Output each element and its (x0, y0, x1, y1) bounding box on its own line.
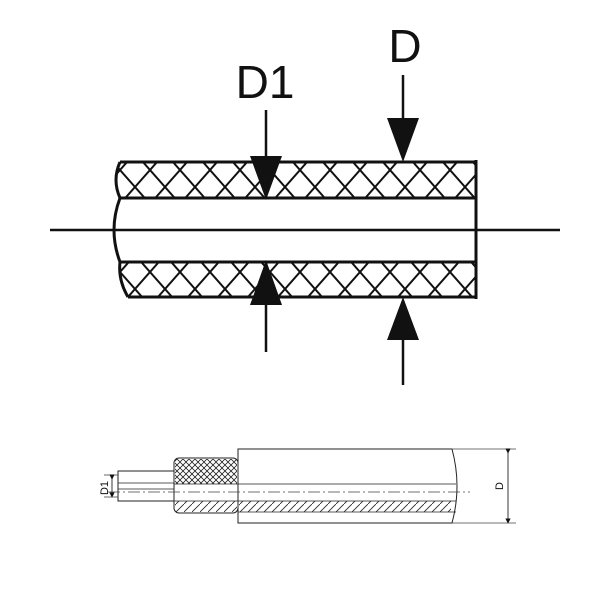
bottom-outer-diameter-label: D (494, 482, 506, 490)
inner-diameter-label: D1 (236, 56, 295, 108)
lower-braid-wall (118, 260, 477, 299)
outer-cover-layer (237, 448, 458, 524)
outer-arrow-top-head (387, 118, 419, 162)
inner-tube-layer (117, 470, 179, 502)
bottom-exploded-view: D D1 (99, 448, 516, 524)
bottom-inner-diameter-label: D1 (99, 481, 111, 495)
outer-arrow-bottom-head (387, 297, 419, 340)
braid-layer (173, 457, 239, 514)
inner-arrow-top-head (250, 156, 282, 200)
outer-diameter-label: D (388, 20, 421, 72)
upper-braid-wall (114, 160, 476, 200)
inner-arrow-bottom-head (250, 260, 282, 305)
top-section-view: D D1 (50, 20, 560, 385)
